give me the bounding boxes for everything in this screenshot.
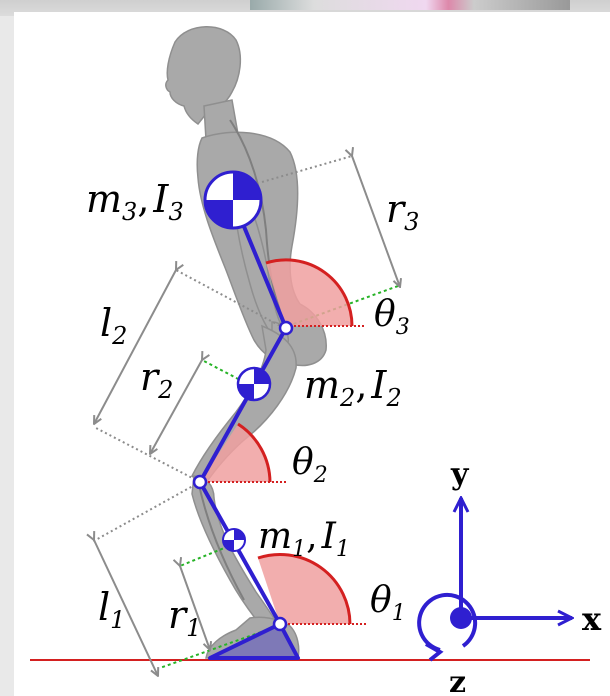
label-r2: r2 (140, 355, 173, 404)
axis-label-z: z (449, 665, 466, 696)
center-of-mass-2-icon (236, 366, 272, 402)
z-rotation-arrowhead-icon (425, 642, 444, 662)
ankle-joint (272, 616, 288, 632)
angle-theta3-wedge (265, 258, 366, 327)
label-theta2: θ2 (292, 442, 328, 488)
knee-joint (192, 474, 208, 490)
angle-theta2-wedge (200, 422, 288, 483)
angle-theta1-wedge (257, 552, 368, 625)
center-of-mass-1-icon (222, 528, 246, 552)
dimension-arrows (94, 156, 400, 676)
dimension-extension-lines (91, 155, 353, 543)
z-rotation-arrow-icon (417, 592, 478, 652)
axis-label-y: y (450, 457, 470, 492)
label-theta1: θ1 (370, 580, 406, 626)
label-theta3: θ3 (374, 294, 410, 340)
z-axis-dot-icon (450, 607, 472, 629)
hip-joint (278, 320, 294, 336)
link-model (198, 198, 300, 660)
axis-label-x: x (582, 600, 602, 638)
label-r1: r1 (168, 593, 201, 642)
label-l2: l2 (100, 301, 127, 350)
anatomy-hints (197, 119, 281, 601)
label-r3: r3 (386, 187, 419, 236)
label-m1-i1: m1,I1 (258, 516, 350, 562)
coordinate-frame: y x z (417, 457, 602, 696)
label-m3-i3: m3,I3 (86, 177, 184, 226)
top-image-snippet (250, 0, 570, 10)
label-l1: l1 (98, 585, 125, 634)
label-m2-i2: m2,I2 (304, 363, 402, 412)
center-of-mass-3-icon (203, 170, 263, 230)
